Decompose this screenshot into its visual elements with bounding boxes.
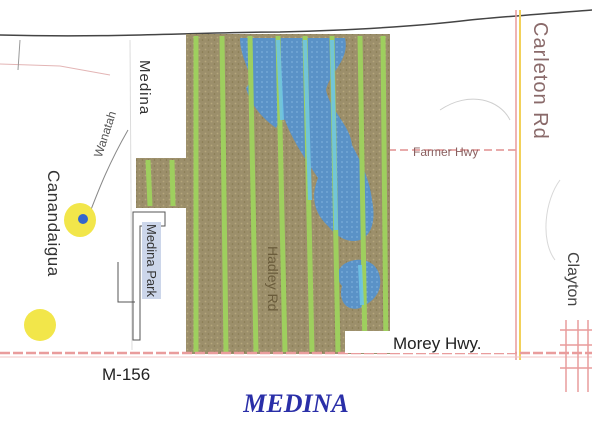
- farmland-notch: [136, 158, 186, 208]
- faint-road-3: [129, 39, 133, 351]
- morey-hwy-label-box: [345, 331, 515, 353]
- clayton-grid: [560, 320, 592, 392]
- carleton-rd-label: Carleton Rd: [529, 22, 551, 140]
- canandaigua-label: Canandaigua: [44, 170, 63, 277]
- faint-road-4: [545, 179, 561, 261]
- morey-hwy-label: Morey Hwy.: [393, 334, 482, 353]
- park-highlight-south: [24, 309, 56, 341]
- water-stripes: [276, 39, 364, 306]
- lake-north-arm: [246, 80, 284, 128]
- medina-park-label: Medina Park: [142, 222, 161, 299]
- faint-road-2: [17, 39, 21, 71]
- hadley-rd-label: Hadley Rd: [265, 246, 281, 312]
- clayton-label: Clayton: [564, 252, 581, 307]
- medina-park-outline: [117, 211, 166, 341]
- park-marker-north: [78, 214, 88, 224]
- top-boundary-line: [0, 9, 592, 37]
- medina-road-label: Medina: [136, 60, 153, 116]
- farmer-hwy-curve: [439, 98, 511, 121]
- farmer-hwy-label: Farmer Hwy: [413, 145, 479, 159]
- m156-label: M-156: [102, 365, 151, 384]
- map-caption: MEDINA: [243, 389, 349, 418]
- faint-road-1: [0, 63, 111, 76]
